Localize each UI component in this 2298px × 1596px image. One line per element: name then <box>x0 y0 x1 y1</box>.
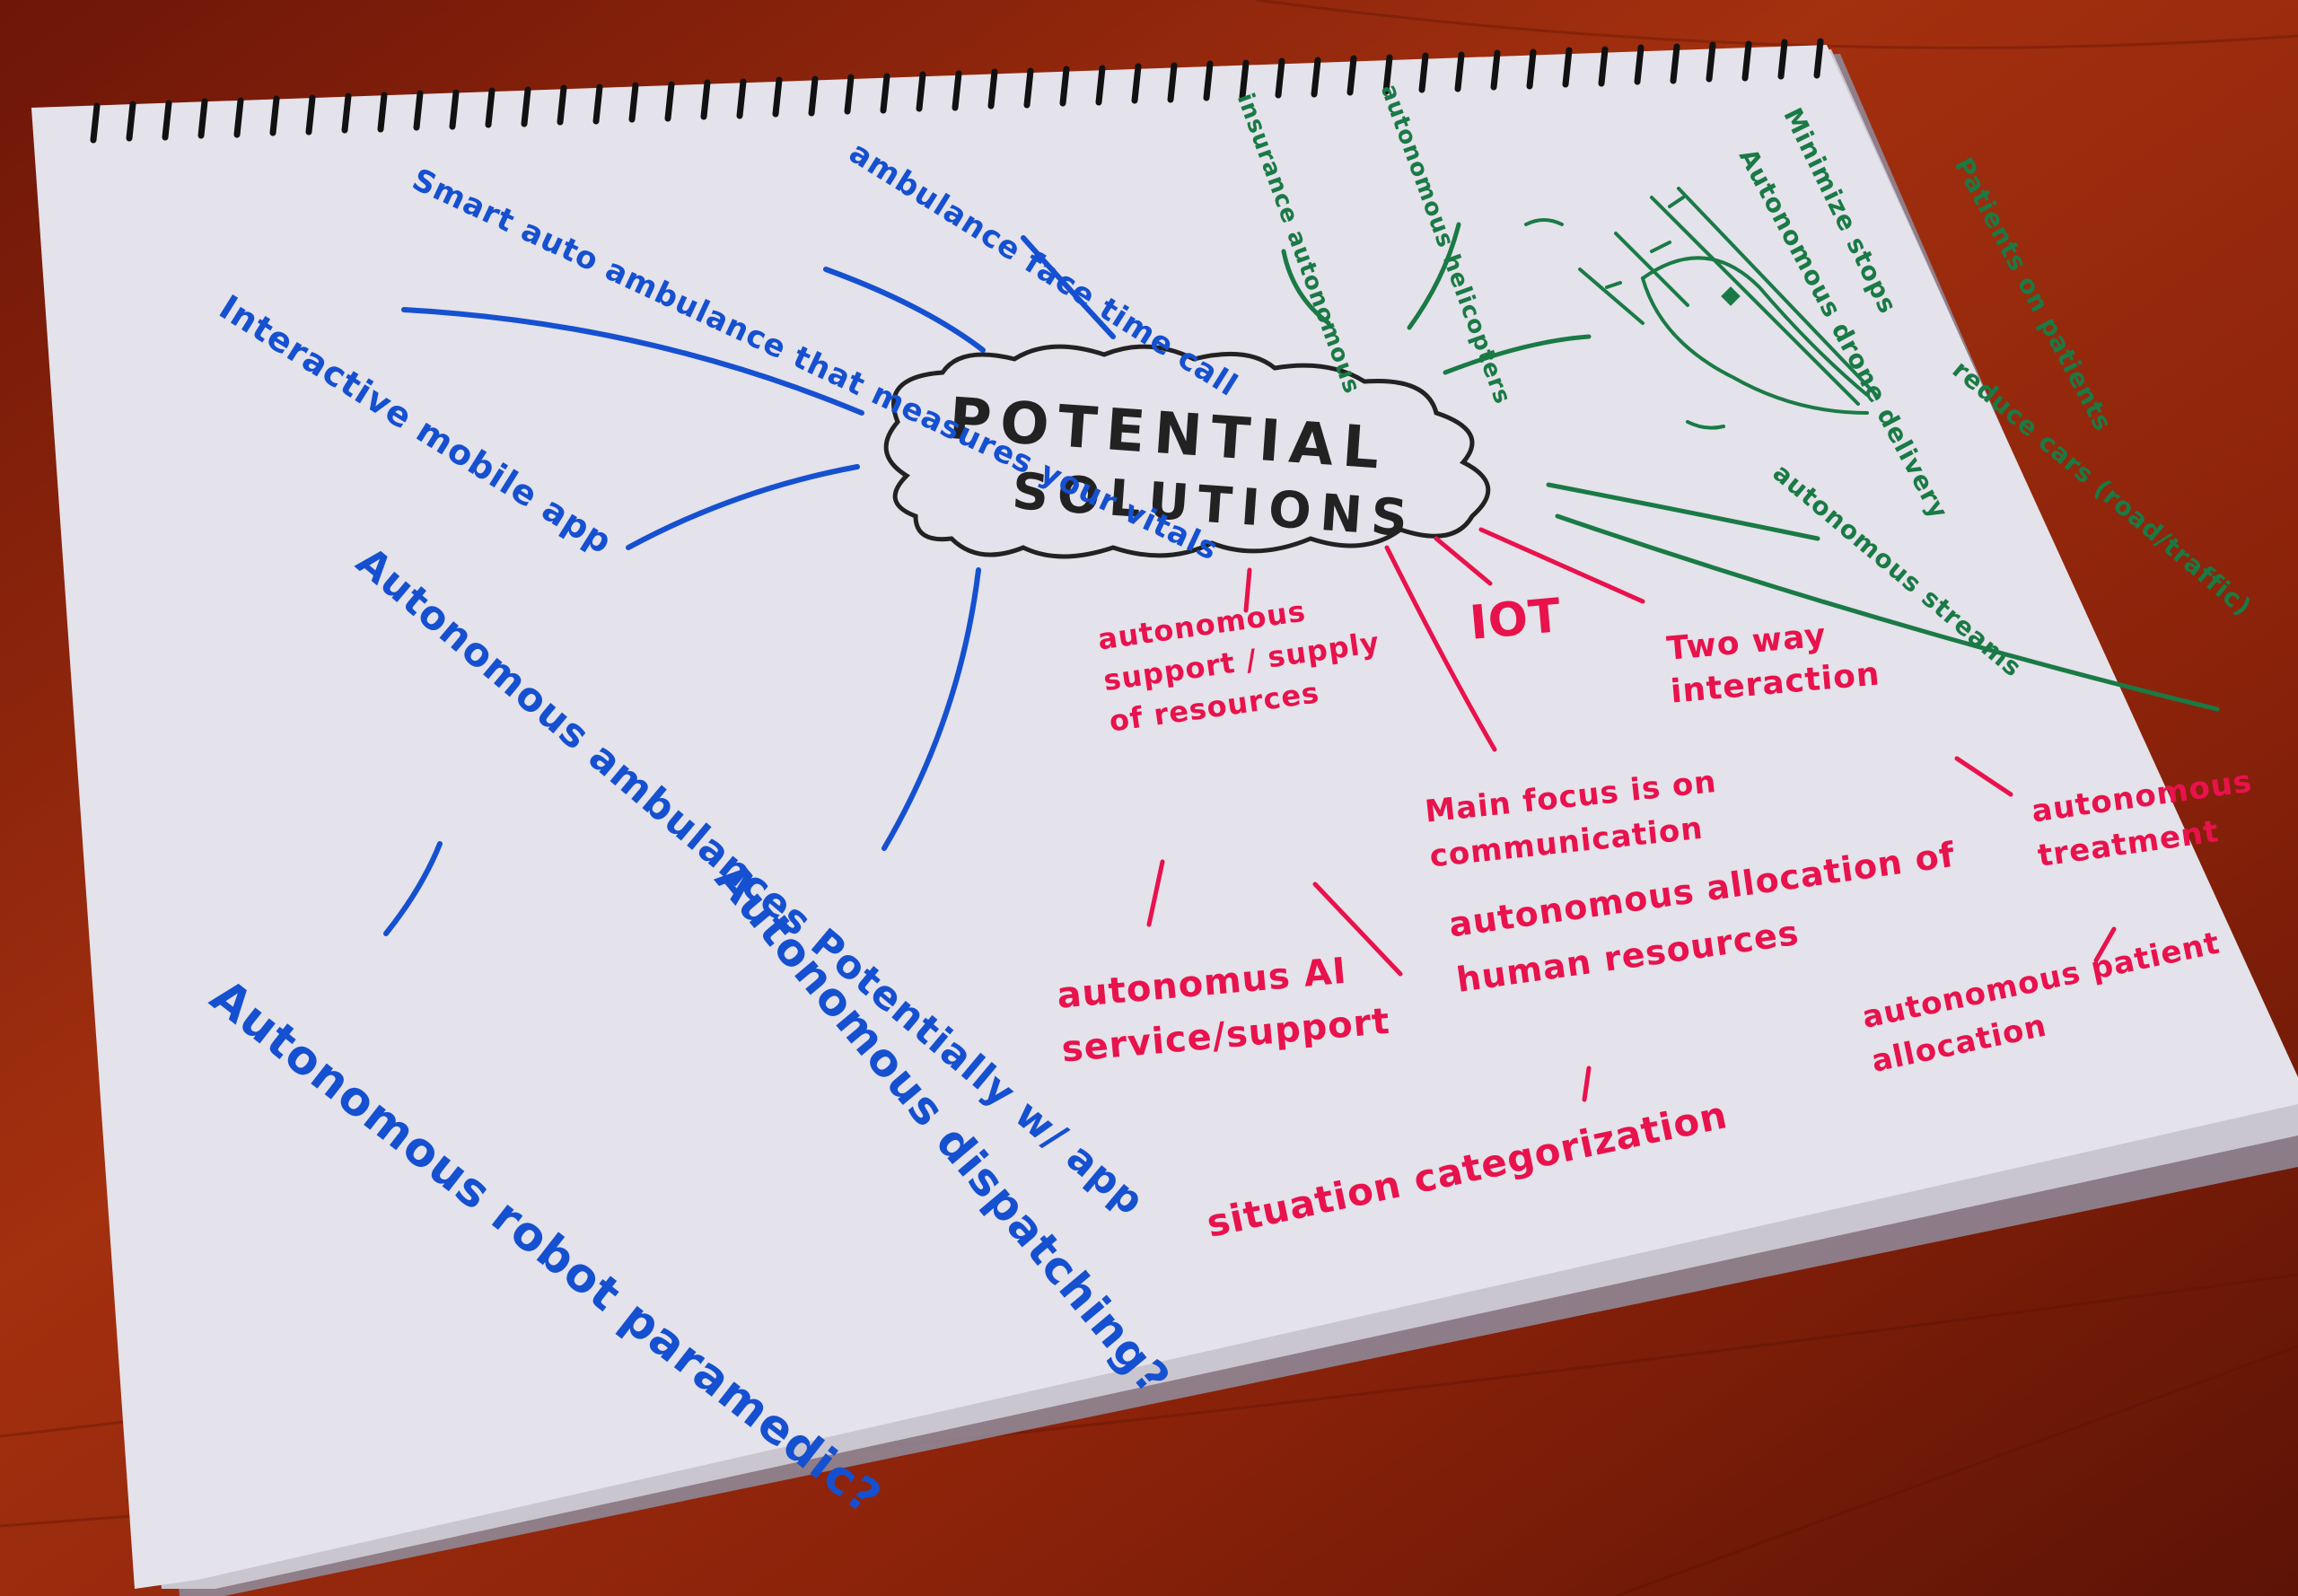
blue-connectors <box>383 235 1116 936</box>
red-connectors <box>1146 527 2117 1102</box>
cloud-outline <box>883 344 1491 559</box>
green-connectors <box>1281 222 2220 712</box>
idea-iot: IOT <box>1468 589 1564 651</box>
spiral-binding <box>90 38 1824 144</box>
drone-sketch-icon <box>1524 187 1878 430</box>
